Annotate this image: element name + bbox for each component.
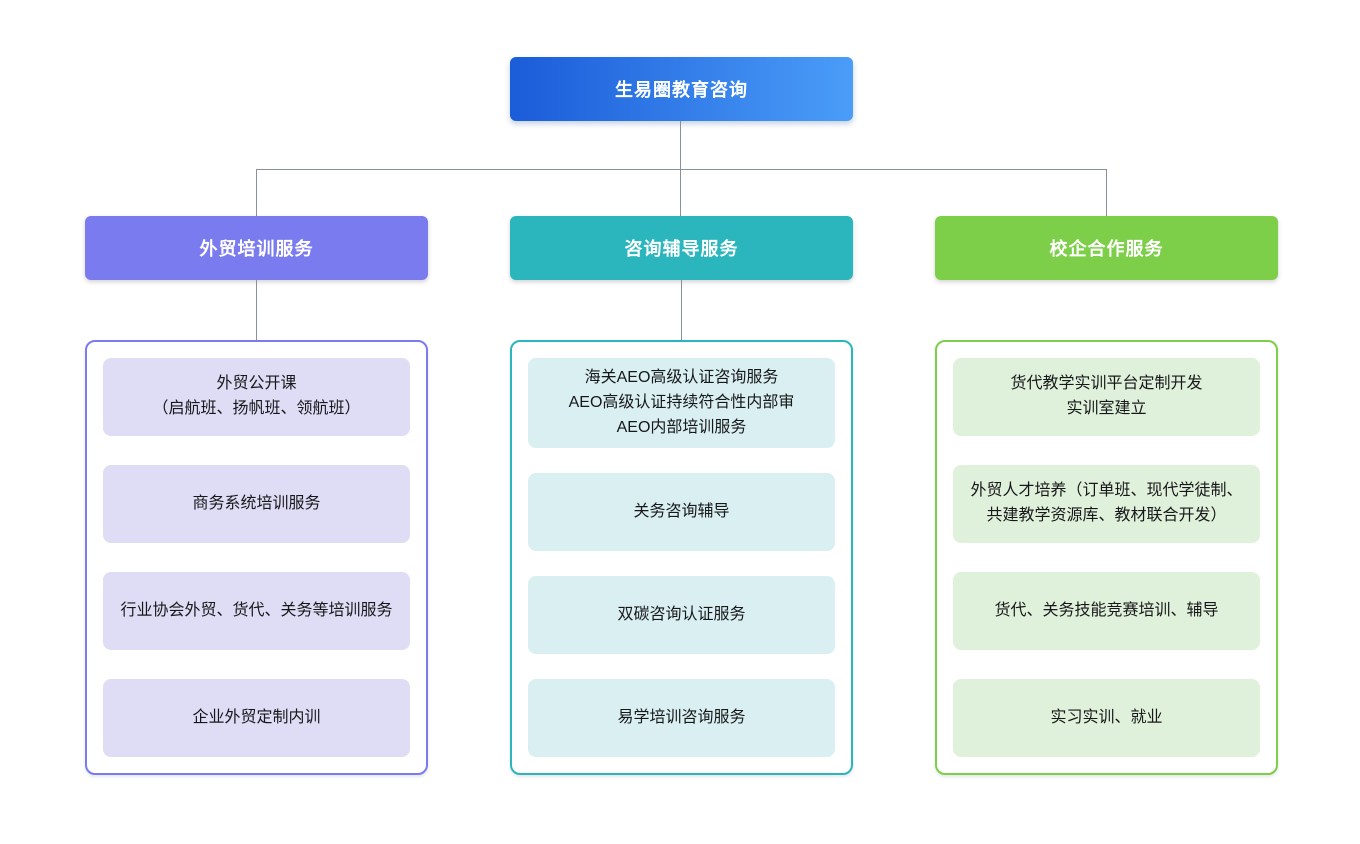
branch-container: 外贸公开课 （启航班、扬帆班、领航班） 商务系统培训服务行业协会外贸、货代、关务等… (85, 340, 428, 775)
connector-header-to-children (256, 280, 257, 340)
service-item: 易学培训咨询服务 (528, 678, 835, 757)
service-item: 货代、关务技能竞赛培训、辅导 (953, 572, 1260, 650)
connector-drop-branch-2 (680, 169, 681, 216)
branch-container: 货代教学实训平台定制开发 实训室建立外贸人才培养（订单班、现代学徒制、共建教学资… (935, 340, 1278, 775)
service-item: 行业协会外贸、货代、关务等培训服务 (103, 572, 410, 650)
service-item: 双碳咨询认证服务 (528, 576, 835, 655)
branch-column: 外贸培训服务 外贸公开课 （启航班、扬帆班、领航班） 商务系统培训服务行业协会外贸… (85, 216, 428, 775)
root-node: 生易圈教育咨询 (510, 57, 853, 121)
branch-container: 海关AEO高级认证咨询服务 AEO高级认证持续符合性内部审 AEO内部培训服务关… (510, 340, 853, 775)
service-item: 关务咨询辅导 (528, 473, 835, 552)
connector-drop-branch-3 (1106, 169, 1107, 216)
service-item: 商务系统培训服务 (103, 465, 410, 543)
service-item: 企业外贸定制内训 (103, 679, 410, 757)
service-item: 外贸人才培养（订单班、现代学徒制、共建教学资源库、教材联合开发） (953, 465, 1260, 543)
branch-column: 咨询辅导服务 海关AEO高级认证咨询服务 AEO高级认证持续符合性内部审 AEO… (510, 216, 853, 775)
connector-header-to-children (681, 280, 682, 340)
service-item: 货代教学实训平台定制开发 实训室建立 (953, 358, 1260, 436)
branch-column: 校企合作服务 货代教学实训平台定制开发 实训室建立外贸人才培养（订单班、现代学徒… (935, 216, 1278, 775)
branch-header: 外贸培训服务 (85, 216, 428, 280)
connector-root-vertical (680, 121, 681, 169)
branch-header: 咨询辅导服务 (510, 216, 853, 280)
service-item: 实习实训、就业 (953, 679, 1260, 757)
connector-horizontal (256, 169, 1107, 170)
service-item: 外贸公开课 （启航班、扬帆班、领航班） (103, 358, 410, 436)
branch-header: 校企合作服务 (935, 216, 1278, 280)
service-item: 海关AEO高级认证咨询服务 AEO高级认证持续符合性内部审 AEO内部培训服务 (528, 358, 835, 449)
connector-drop-branch-1 (256, 169, 257, 216)
